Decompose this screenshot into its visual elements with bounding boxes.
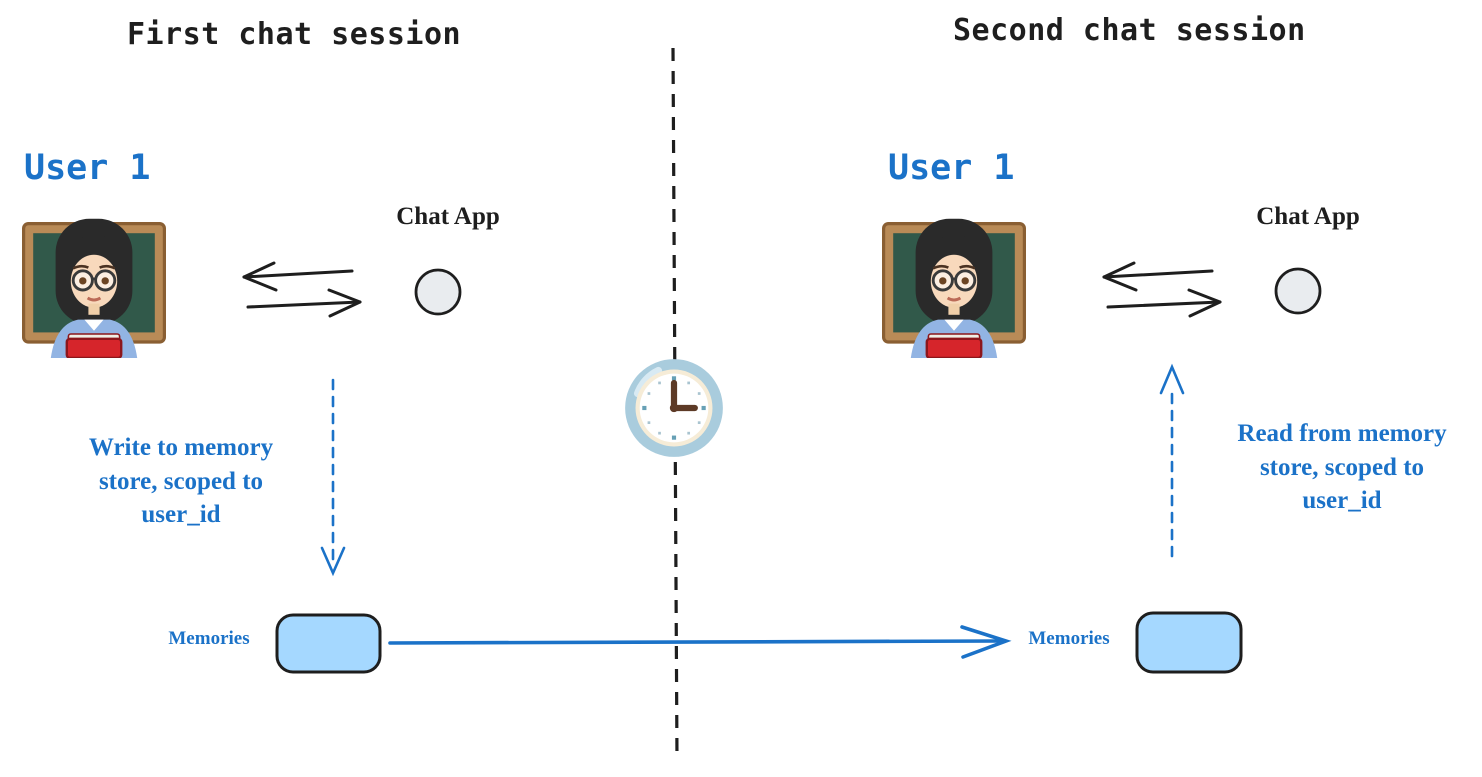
woman-teacher-icon-right [881, 217, 1027, 358]
chat-app-node-right [1274, 267, 1322, 315]
memories-box-right [1135, 611, 1243, 674]
chat-app-label-left: Chat App [396, 203, 500, 230]
memories-box-left [275, 613, 382, 674]
memories-label-right: Memories [1028, 628, 1110, 649]
memories-label-left: Memories [168, 628, 250, 649]
user-label-left: User 1 [24, 148, 151, 188]
right-session-title: Second chat session [953, 13, 1306, 48]
write-memory-annotation: Write to memory store, scoped to user_id [35, 431, 327, 532]
annotation-line: user_id [1302, 487, 1382, 514]
annotation-line: store, scoped to [98, 467, 264, 495]
chat-app-node-left [414, 268, 462, 316]
memory-transfer-arrow [388, 625, 1012, 659]
user-chatapp-arrows-left [242, 261, 362, 318]
annotation-line: Write to memory [88, 434, 274, 461]
chat-app-label-right: Chat App [1256, 203, 1360, 230]
annotation-line: Read from memory [1237, 420, 1447, 447]
user-label-right: User 1 [888, 148, 1015, 188]
clock-icon [625, 359, 723, 457]
user-chatapp-arrows-right [1102, 261, 1222, 318]
read-memory-annotation: Read from memory store, scoped to user_i… [1196, 417, 1482, 518]
left-session-title: First chat session [127, 17, 462, 52]
annotation-line: store, scoped to [1259, 453, 1425, 481]
woman-teacher-icon-left [21, 217, 167, 358]
memory-write-arrow [320, 378, 346, 577]
annotation-line: user_id [141, 501, 221, 528]
memory-read-arrow [1159, 363, 1185, 558]
